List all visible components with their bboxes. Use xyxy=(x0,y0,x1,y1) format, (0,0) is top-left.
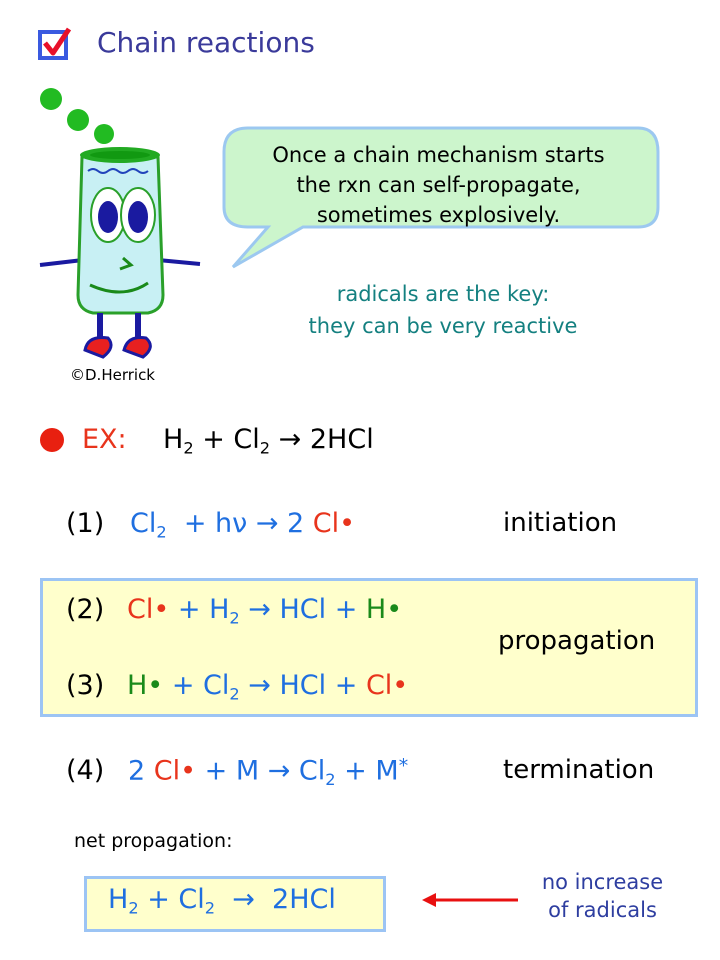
net-equation-box xyxy=(84,876,386,932)
equation-segment: → 2HCl xyxy=(215,884,336,915)
stage-label: propagation xyxy=(498,626,656,656)
equation-segment: Cl• xyxy=(153,755,197,787)
example-label: EX: xyxy=(82,424,127,455)
step-equation: H• + Cl2 → HCl + Cl• xyxy=(127,670,408,704)
equation-segment: → 2HCl xyxy=(270,424,374,455)
bullet-icon xyxy=(40,428,64,452)
equation-segment: H• xyxy=(127,670,164,701)
equation-segment: * xyxy=(398,755,409,777)
speech-bubble-text: Once a chain mechanism starts the rxn ca… xyxy=(222,140,655,230)
equation-segment: 2 xyxy=(128,755,154,787)
equation-segment: → HCl + xyxy=(239,670,366,701)
equation-segment: 2 xyxy=(229,608,240,628)
key-note: radicals are the key: they can be very r… xyxy=(243,278,643,342)
equation-segment: 2 xyxy=(204,898,216,918)
equation-segment: H• xyxy=(365,594,403,625)
equation-segment: + M xyxy=(335,755,399,787)
step-equation: Cl2 + hν → 2 Cl• xyxy=(130,508,355,542)
note-line: no increase xyxy=(541,870,664,894)
key-note-line: they can be very reactive xyxy=(308,314,578,338)
key-note-line: radicals are the key: xyxy=(336,282,550,306)
step-number: (3) xyxy=(66,670,105,701)
equation-segment: 2 xyxy=(259,438,271,458)
propagation-box xyxy=(40,578,698,717)
net-propagation-label: net propagation: xyxy=(74,830,233,852)
bubble-line: Once a chain mechanism starts xyxy=(272,143,605,167)
step-equation: 2 Cl• + M → Cl2 + M* xyxy=(128,755,408,789)
copyright-credit: ©D.Herrick xyxy=(70,366,155,384)
equation-segment: Cl• xyxy=(312,508,356,539)
equation-segment: Cl• xyxy=(365,670,409,701)
bubble-line: sometimes explosively. xyxy=(316,203,561,227)
equation-segment: 2 xyxy=(325,770,336,790)
equation-segment: H xyxy=(108,884,129,915)
checkbox-icon xyxy=(38,27,72,60)
equation-segment: + Cl xyxy=(193,424,260,455)
step-number: (1) xyxy=(66,508,105,539)
step-number: (2) xyxy=(66,594,105,625)
beaker-mascot-illustration xyxy=(39,88,201,359)
speech-bubble-shape xyxy=(222,126,660,269)
example-equation: H2 + Cl2 → 2HCl xyxy=(163,424,374,458)
equation-segment: + Cl xyxy=(163,670,230,701)
note-line: of radicals xyxy=(548,898,657,922)
equation-segment: 2 xyxy=(156,522,167,542)
slide-title: Chain reactions xyxy=(97,26,315,59)
equation-segment: + H xyxy=(169,594,230,625)
equation-segment: → HCl + xyxy=(239,594,366,625)
equation-segment: + Cl xyxy=(138,884,205,915)
stage-label: termination xyxy=(503,755,655,785)
step-equation: Cl• + H2 → HCl + H• xyxy=(127,594,402,628)
equation-segment: Cl xyxy=(130,508,157,539)
bubble-line: the rxn can self-propagate, xyxy=(296,173,581,197)
step-number: (4) xyxy=(66,755,105,786)
equation-segment: 2 xyxy=(229,684,240,704)
equation-segment: 2 xyxy=(183,438,194,458)
equation-segment: + M → Cl xyxy=(196,755,326,787)
left-arrow-icon xyxy=(422,893,518,907)
net-equation: H2 + Cl2 → 2HCl xyxy=(108,884,336,918)
stage-label: initiation xyxy=(503,508,618,538)
equation-segment: 2 xyxy=(128,898,139,918)
equation-segment: + hν → 2 xyxy=(166,508,313,539)
no-increase-note: no increase of radicals xyxy=(520,868,685,924)
equation-segment: Cl• xyxy=(127,594,170,625)
equation-segment: H xyxy=(163,424,184,455)
